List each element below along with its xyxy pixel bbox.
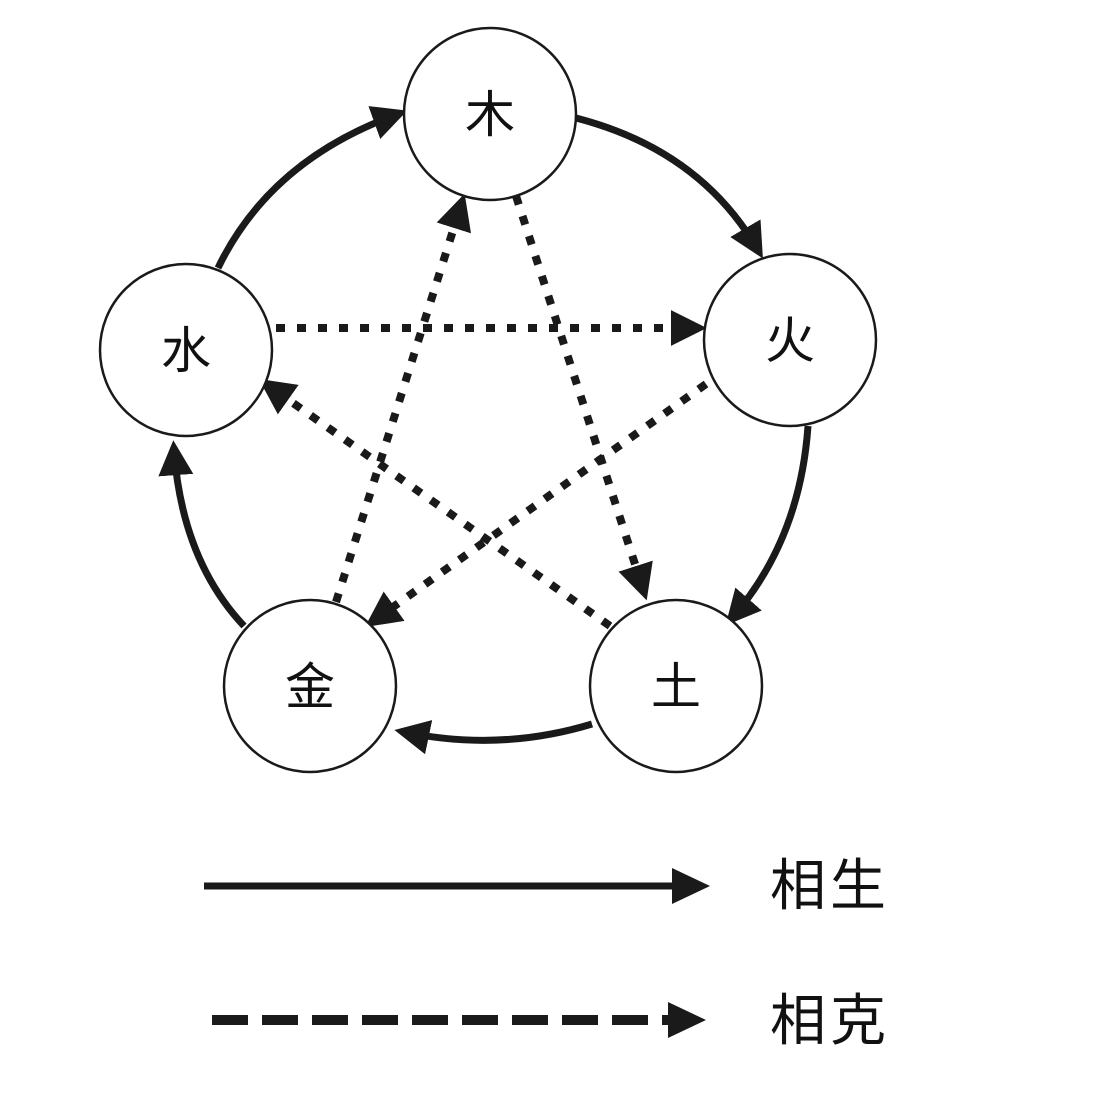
- node-fire-label: 火: [765, 312, 815, 370]
- generate-arrow-wood-to-fire: [575, 114, 763, 259]
- generating-cycle-arrows: [158, 106, 812, 755]
- legend-dashed-arrowhead: [668, 1002, 706, 1038]
- node-earth: 土: [588, 598, 764, 774]
- overcoming-cycle-arrows: [258, 193, 709, 630]
- legend-solid-label: 相生: [770, 854, 890, 919]
- element-nodes: 木 火 土 金 水: [98, 26, 878, 774]
- node-water-label: 水: [161, 322, 211, 380]
- legend-dashed: 相克: [212, 989, 890, 1054]
- node-water: 水: [98, 262, 274, 438]
- generate-arrow-water-to-wood: [214, 106, 408, 270]
- node-wood-label: 木: [465, 86, 515, 144]
- node-fire: 火: [702, 252, 878, 428]
- legend-solid-arrowhead: [672, 868, 710, 904]
- overcome-arrow-earth-to-water: [258, 378, 613, 630]
- generate-arrow-metal-to-water: [158, 440, 247, 629]
- legend-dashed-label: 相克: [770, 989, 890, 1054]
- overcome-arrow-wood-to-earth: [512, 194, 653, 601]
- overcome-arrow-fire-to-metal: [364, 380, 709, 628]
- legend: 相生 相克: [204, 854, 890, 1054]
- generate-arrow-earth-to-metal: [394, 720, 594, 755]
- node-earth-label: 土: [651, 658, 701, 716]
- generate-arrow-fire-to-earth: [725, 425, 812, 626]
- overcome-arrow-metal-to-wood: [332, 193, 471, 604]
- node-metal-label: 金: [285, 658, 335, 716]
- node-metal: 金: [222, 598, 398, 774]
- legend-solid: 相生: [204, 854, 890, 919]
- node-wood: 木: [402, 26, 578, 202]
